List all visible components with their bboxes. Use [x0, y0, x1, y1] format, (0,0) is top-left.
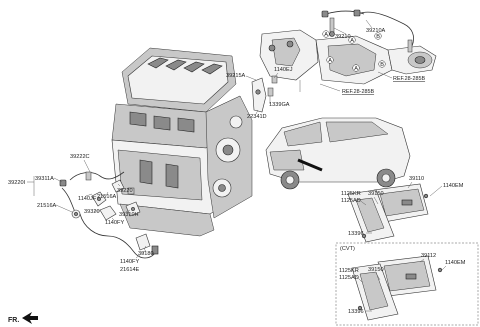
- label-1140em: 1140EM: [443, 183, 464, 189]
- crank-position-sensor: [91, 191, 117, 221]
- marker-a-1: A: [324, 32, 328, 38]
- label-39180: 39180: [138, 251, 154, 257]
- label-1125ad-cvt: 1125AD: [339, 275, 359, 281]
- label-13396: 13396: [348, 231, 364, 237]
- label-39320: 39320: [84, 209, 100, 215]
- label-39150: 39150: [368, 191, 384, 197]
- label-1339ga: 1339GA: [269, 102, 290, 108]
- marker-a-3: A: [350, 38, 354, 44]
- ecu-module-cvt: [351, 255, 443, 321]
- label-21614e: 21614E: [120, 267, 140, 273]
- label-21516a-2: 21516A: [97, 194, 117, 200]
- marker-a-4: A: [354, 66, 358, 72]
- marker-b-2: B: [380, 62, 384, 68]
- vehicle-illustration: [265, 117, 411, 190]
- label-13396-cvt: 13396: [348, 309, 364, 315]
- label-39210: 39210: [335, 34, 351, 40]
- label-39150-cvt: 39150: [368, 267, 384, 273]
- label-39110: 39110: [409, 176, 424, 182]
- label-1140fy-2: 1140FY: [120, 259, 139, 265]
- temperature-sensor: [125, 201, 141, 217]
- ref-link-lower[interactable]: REF.28-285B: [342, 89, 374, 95]
- label-39220i: 39220I: [8, 180, 26, 186]
- camshaft-sensor-illustration: [251, 75, 278, 113]
- label-1125kr-cvt: 1125KR: [339, 268, 359, 274]
- label-21516a: 21516A: [37, 203, 57, 209]
- oxygen-sensor-lower: [353, 9, 414, 53]
- label-1125kr: 1125KR: [341, 191, 361, 197]
- cvt-box-title: (CVT): [340, 246, 355, 252]
- label-39215a: 39215A: [226, 73, 246, 79]
- front-direction-indicator: FR.: [8, 312, 38, 324]
- label-39220: 39220: [117, 188, 133, 194]
- marker-a-2: A: [328, 58, 332, 64]
- label-22341d: 22341D: [247, 114, 267, 120]
- label-1140jf: 1140JF: [78, 196, 97, 202]
- oil-pressure-sensor: [111, 179, 135, 195]
- ecu-module-main: [347, 183, 429, 243]
- label-39310h: 39310H: [119, 212, 139, 218]
- label-1140ej: 1140EJ: [274, 67, 293, 73]
- cvt-variant-box: [335, 242, 479, 326]
- label-1140em-cvt: 1140EM: [445, 260, 466, 266]
- ref-link-upper[interactable]: REF.28-285B: [393, 76, 425, 82]
- label-39112: 39112: [421, 253, 436, 259]
- fr-label: FR.: [8, 317, 19, 324]
- label-39210a: 39210A: [366, 28, 386, 34]
- label-1125ad: 1125AD: [341, 198, 361, 204]
- label-39222c: 39222C: [70, 154, 90, 160]
- label-39311a: 39311A: [35, 176, 54, 182]
- front-arrow-icon: [22, 312, 38, 324]
- label-1140fy: 1140FY: [105, 220, 124, 226]
- reference-markers: A A A A B B: [322, 30, 386, 72]
- knock-sensor-harness: [59, 171, 125, 219]
- engine-assembly-illustration: [111, 47, 253, 237]
- exhaust-manifold-illustration: [259, 29, 437, 92]
- marker-b-1: B: [376, 34, 380, 40]
- rear-oxygen-sensor: [79, 213, 159, 259]
